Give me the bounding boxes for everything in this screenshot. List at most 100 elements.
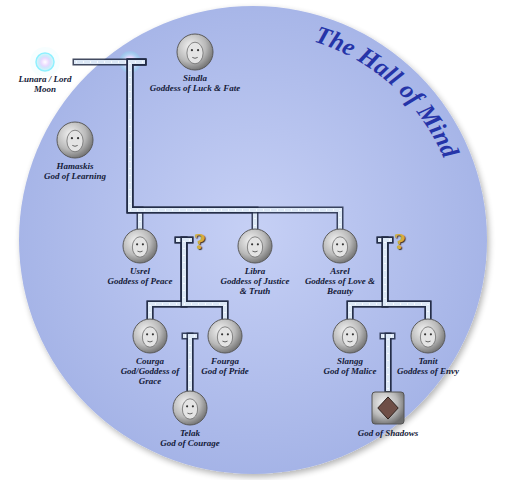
coin-eye [197, 49, 199, 51]
deity-title: Goddess of Envy [392, 366, 464, 376]
coin-eye [257, 243, 259, 245]
coin-eye [227, 333, 229, 335]
deity-node: Lunara / Lord Moon [14, 51, 76, 94]
coin-eye [352, 333, 354, 335]
hall-circle [19, 6, 487, 474]
coin-mouth [425, 341, 430, 343]
deity-title: Goddess of Peace [102, 276, 178, 286]
deity-title: Lunara / Lord Moon [14, 74, 76, 94]
deity-name: Sindla [143, 73, 247, 83]
coin-face [187, 42, 203, 64]
line-sparkle [388, 336, 392, 389]
coin-eye [146, 333, 148, 335]
deity-title: God of Shadows [353, 428, 423, 438]
deity-title: Goddess of Love & Beauty [300, 276, 380, 296]
coin-face [182, 399, 197, 419]
deity-node: LibraGoddess of Justice & Truth [215, 227, 295, 296]
deity-name: Asrel [300, 266, 380, 276]
deity-title: God of Learning [35, 171, 115, 181]
deity-title: God/Goddess of Grace [115, 366, 185, 386]
coin-face [217, 327, 232, 347]
coin-eye [186, 405, 188, 407]
deity-title: Goddess of Luck & Fate [143, 83, 247, 93]
coin-eye [424, 333, 426, 335]
coin [323, 229, 357, 263]
portrait-icon [34, 51, 56, 73]
portrait-icon [131, 317, 169, 355]
deity-node: TelakGod of Courage [153, 389, 227, 448]
portrait-icon [55, 120, 95, 160]
coin-eye [71, 137, 73, 139]
line-border [388, 336, 392, 389]
deity-title: God of Malice [317, 366, 383, 376]
lineage-line [130, 62, 255, 227]
line-core [130, 62, 255, 227]
deity-name: Libra [215, 266, 295, 276]
shadow-gem [378, 397, 398, 419]
coin-mouth [192, 57, 197, 59]
moon-glow [30, 47, 60, 77]
coin-mouth [137, 251, 142, 253]
portrait-icon [369, 389, 407, 427]
coin [333, 319, 367, 353]
diagram-title: The Hall of Mind [0, 0, 507, 1]
portrait-icon [171, 389, 209, 427]
portrait-icon [236, 227, 274, 265]
coin-eye [251, 243, 253, 245]
coin-face [247, 237, 262, 257]
deity-node: HamaskisGod of Learning [35, 120, 115, 181]
coin-eye [142, 243, 144, 245]
coin-face [67, 130, 83, 152]
portrait-icon [121, 227, 159, 265]
coin [133, 319, 167, 353]
coin-mouth [187, 413, 192, 415]
coin-mouth [252, 251, 257, 253]
line-sparkle [385, 240, 428, 317]
unknown-deity: ? [190, 226, 210, 255]
deity-node: UsrelGoddess of Peace [102, 227, 178, 286]
line-sparkle [130, 62, 340, 227]
portrait-icon [409, 317, 447, 355]
deity-name: Usrel [102, 266, 178, 276]
line-sparkle [130, 62, 255, 227]
coin-face [420, 327, 435, 347]
line-core [190, 336, 195, 389]
coin-eye [191, 49, 193, 51]
deity-name: Telak [153, 428, 227, 438]
moon-orb [36, 53, 54, 71]
coin-eye [77, 137, 79, 139]
deity-name: Hamaskis [35, 161, 115, 171]
coin-face [342, 327, 357, 347]
coin-eye [342, 243, 344, 245]
coin-mouth [72, 145, 77, 147]
lineage-line [385, 240, 428, 317]
coin-eye [346, 333, 348, 335]
line-sparkle [190, 336, 195, 389]
portrait-icon [206, 317, 244, 355]
coin [57, 122, 93, 158]
gem-frame [372, 392, 404, 424]
deity-node: CourgaGod/Goddess of Grace [115, 317, 185, 386]
coin [173, 391, 207, 425]
lineage-line [388, 336, 392, 389]
coin-mouth [222, 341, 227, 343]
line-core [385, 240, 428, 317]
coin [208, 319, 242, 353]
coin-face [132, 237, 147, 257]
line-border [385, 240, 428, 317]
line-core [388, 336, 392, 389]
coin-eye [430, 333, 432, 335]
deity-name: Tanit [392, 356, 464, 366]
portrait-icon [331, 317, 369, 355]
question-mark: ? [390, 227, 410, 255]
deity-name: Slangg [317, 356, 383, 366]
coin-eye [221, 333, 223, 335]
unknown-deity: ? [390, 226, 410, 255]
deity-node: SlanggGod of Malice [317, 317, 383, 376]
deity-title: God of Pride [195, 366, 255, 376]
line-border [190, 336, 195, 389]
question-mark: ? [190, 227, 210, 255]
deity-title: God of Courage [153, 438, 227, 448]
lineage-line [130, 62, 340, 227]
